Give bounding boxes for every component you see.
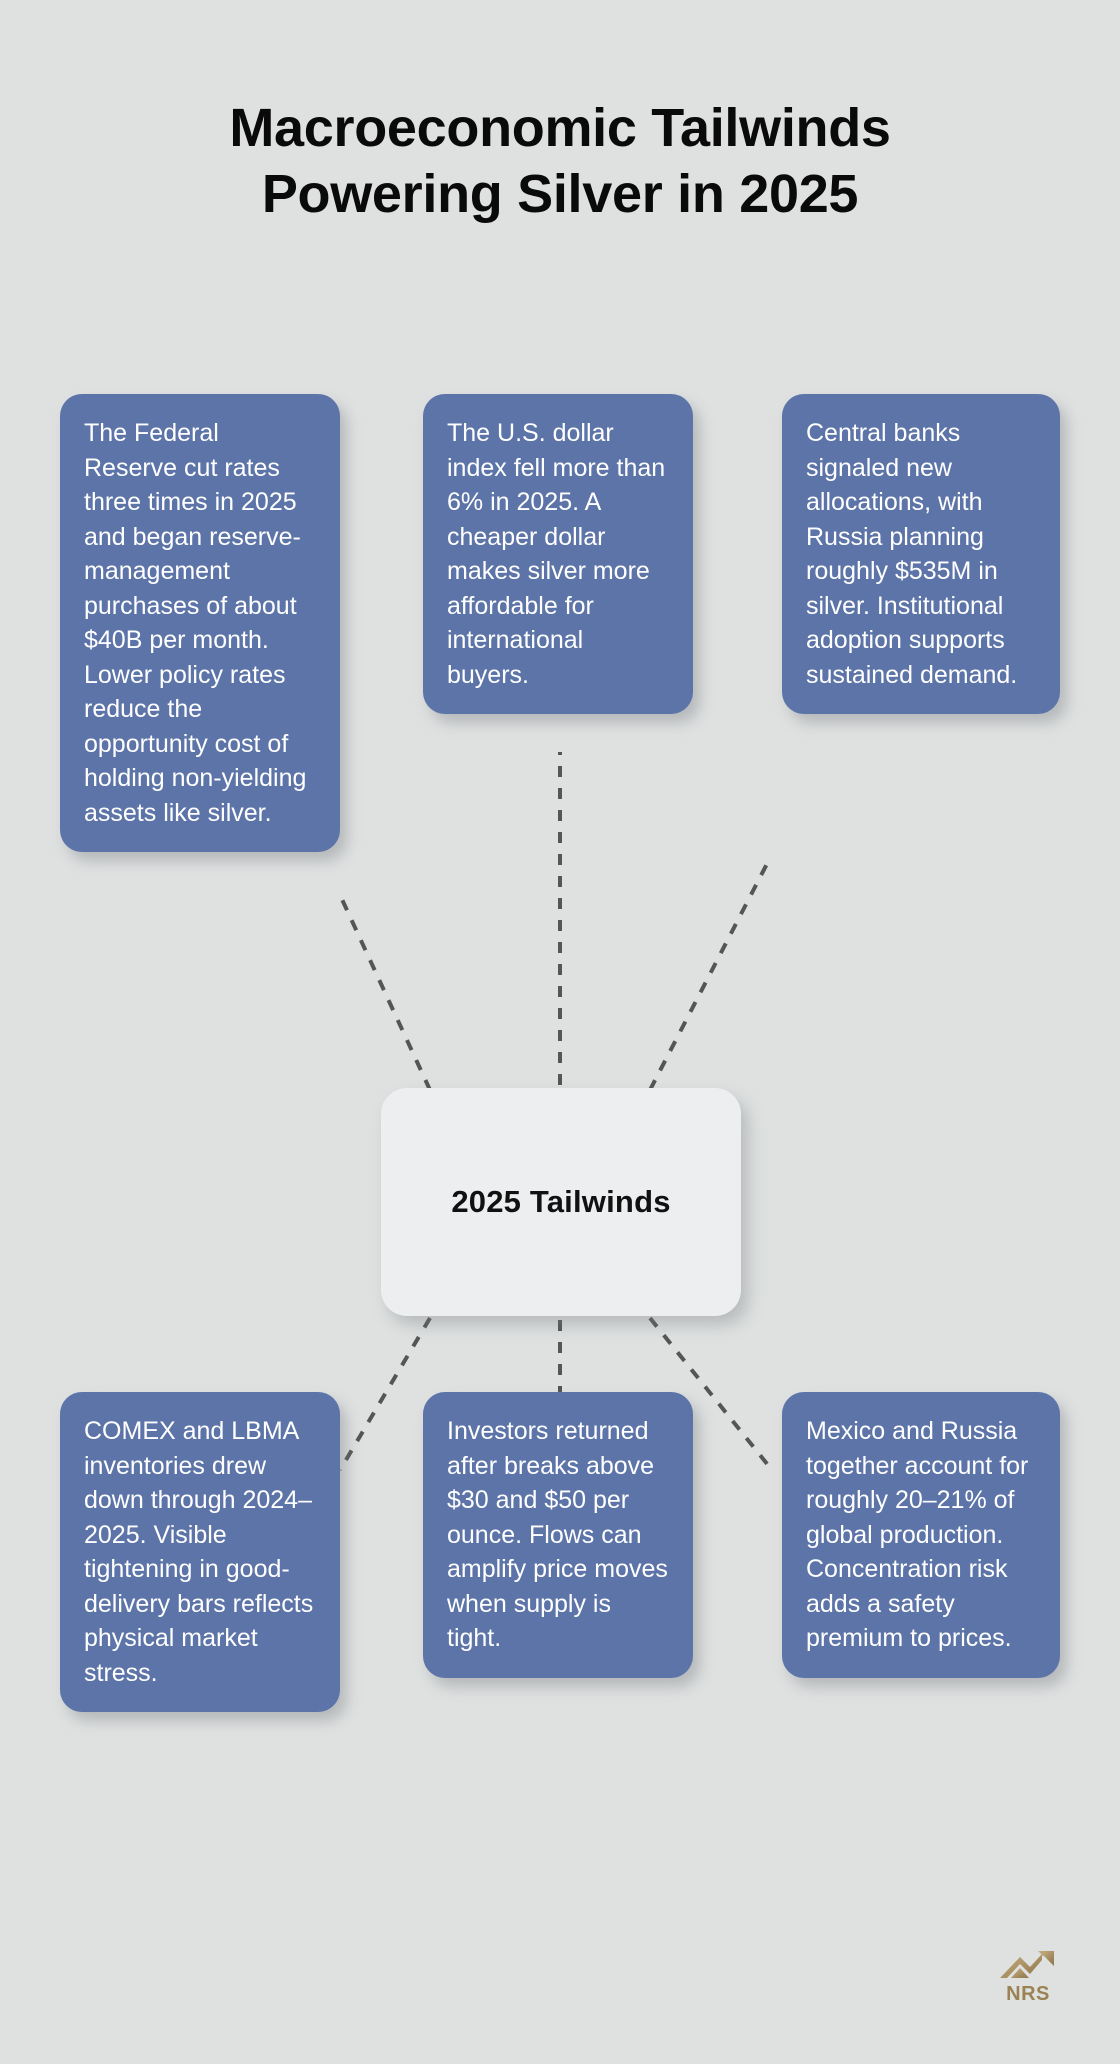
roof-arrow-icon <box>1000 1951 1054 1978</box>
page-title-line-1: Macroeconomic Tailwinds <box>229 98 891 158</box>
connector-center-to-bottom-left <box>338 1316 432 1472</box>
connector-center-to-top-right <box>648 857 772 1091</box>
card-text: COMEX and LBMA inventories drew down thr… <box>84 1417 314 1687</box>
card-investor-flows: Investors returned after breaks above $3… <box>423 1392 693 1678</box>
card-text: Mexico and Russia together account for r… <box>806 1417 1029 1652</box>
card-fed-rate-cuts: The Federal Reserve cut rates three time… <box>60 394 340 852</box>
card-text: The U.S. dollar index fell more than 6% … <box>447 419 666 689</box>
card-text: Investors returned after breaks above $3… <box>447 1417 668 1652</box>
card-central-banks: Central banks signaled new allocations, … <box>782 394 1060 714</box>
card-text: Central banks signaled new allocations, … <box>806 419 1018 689</box>
card-supply-concentration: Mexico and Russia together account for r… <box>782 1392 1060 1678</box>
center-node: 2025 Tailwinds <box>381 1088 741 1316</box>
page-title-line-2: Powering Silver in 2025 <box>261 163 859 224</box>
connector-center-to-top-left <box>338 894 432 1091</box>
brand-logo: NRS <box>992 1948 1064 2020</box>
card-inventory-drawdown: COMEX and LBMA inventories drew down thr… <box>60 1392 340 1712</box>
brand-logo-text: NRS <box>1006 1983 1050 2005</box>
center-node-label: 2025 Tailwinds <box>451 1184 671 1219</box>
card-dollar-index: The U.S. dollar index fell more than 6% … <box>423 394 693 714</box>
page-title: Macroeconomic Tailwinds Powering Silver … <box>0 96 1120 228</box>
card-text: The Federal Reserve cut rates three time… <box>84 419 307 827</box>
